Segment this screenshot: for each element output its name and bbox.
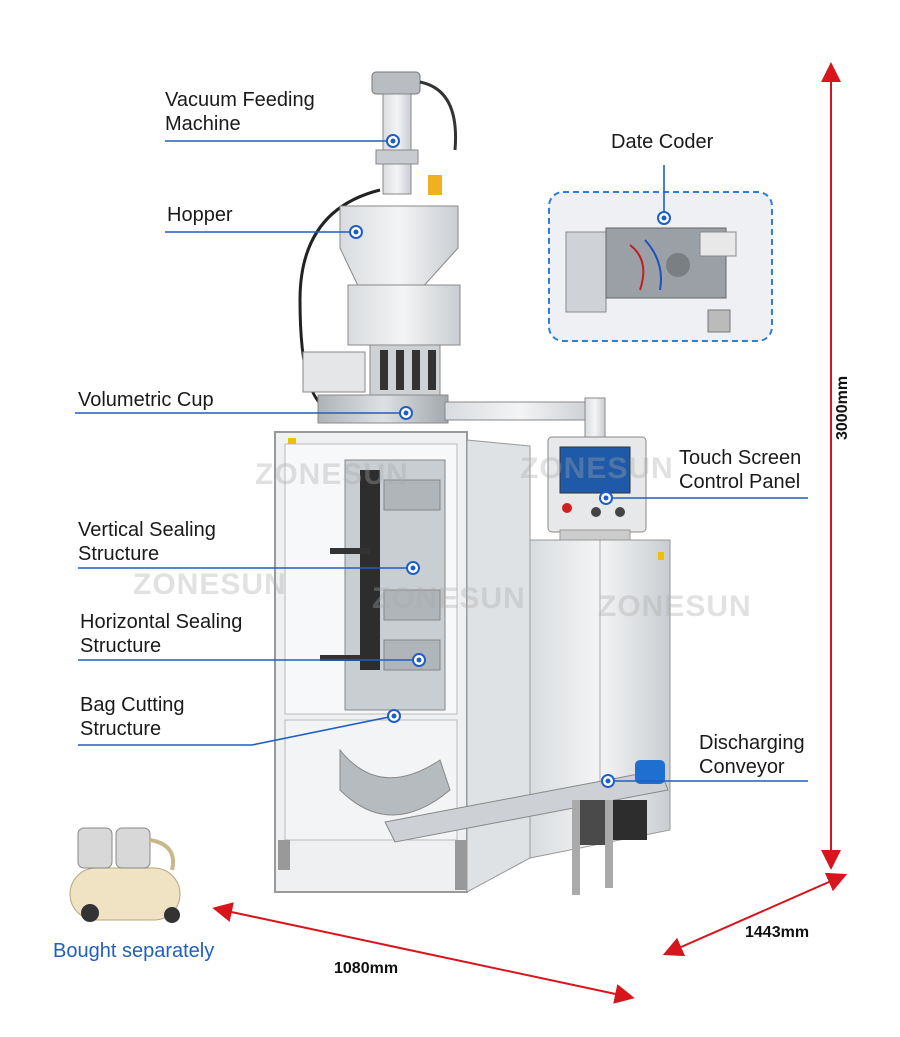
depth-arrow	[662, 872, 848, 957]
air-compressor	[69, 827, 181, 923]
label-hopper: Hopper	[167, 204, 233, 226]
label-date-coder: Date Coder	[611, 131, 714, 153]
watermark: ZONESUN	[520, 452, 674, 485]
watermark: ZONESUN	[133, 568, 287, 601]
dimension-width-label: 1080mm	[334, 960, 399, 977]
watermark: ZONESUN	[255, 458, 409, 491]
control-panel-body	[547, 436, 647, 541]
hopper-body	[302, 205, 461, 396]
dimension-depth-label: 1443mm	[745, 924, 810, 941]
volumetric-cup-body	[317, 394, 606, 449]
dimension-height-label: 3000mm	[834, 375, 851, 440]
conveyor-body	[384, 760, 669, 895]
bought-separately-note: Bought separately	[53, 940, 215, 962]
width-arrow	[212, 902, 635, 1004]
watermark: ZONESUN	[372, 582, 526, 615]
watermark: ZONESUN	[598, 590, 752, 623]
date-coder-inset	[548, 191, 773, 342]
label-volumetric-cup: Volumetric Cup	[78, 389, 214, 411]
